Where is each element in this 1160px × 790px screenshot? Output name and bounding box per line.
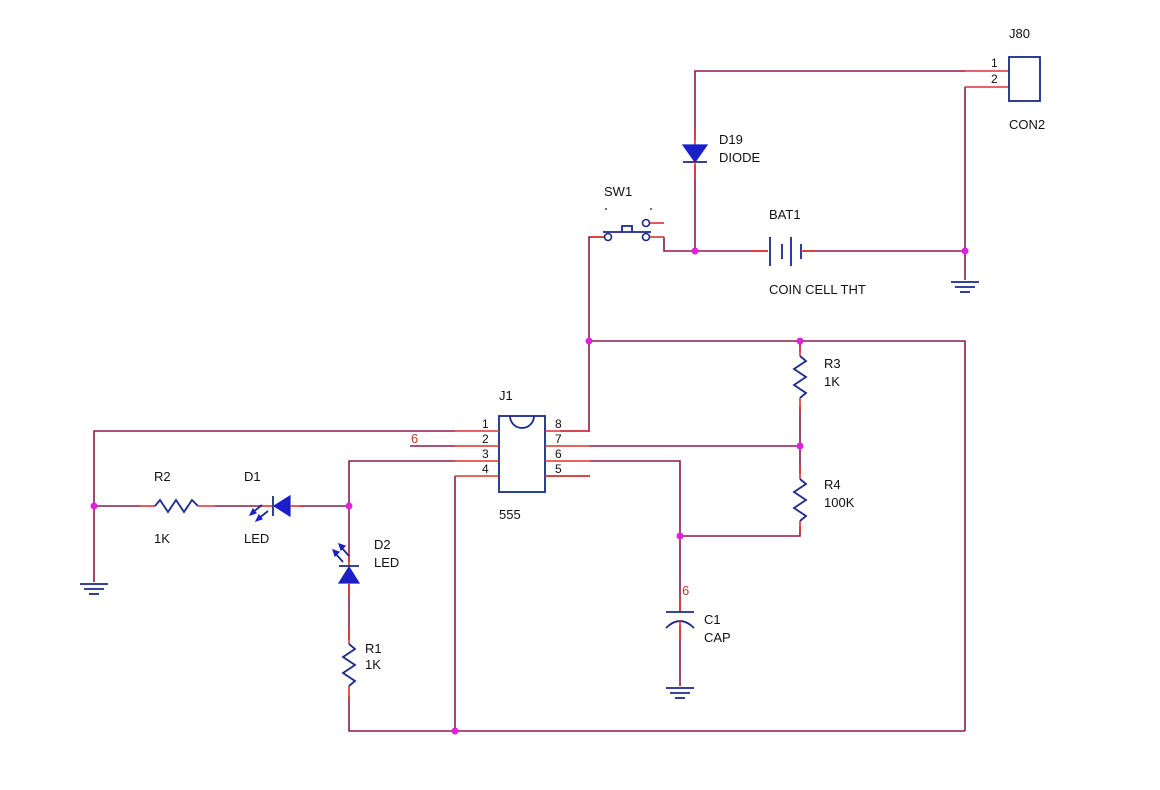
d1-emission-arrows [248, 504, 269, 523]
resistor-r4: R4 100K [792, 466, 855, 533]
net-label-cap: 6 [682, 583, 689, 598]
d2-ref: D2 [374, 537, 391, 552]
j1-pin6-number: 6 [555, 447, 562, 461]
junction-gnd-r2 [90, 502, 98, 510]
led-d2: D2 LED [332, 537, 399, 596]
bat1-ref: BAT1 [769, 207, 801, 222]
junction-d1-d2 [345, 502, 353, 510]
r4-zigzag [792, 478, 808, 522]
d1-value: LED [244, 531, 269, 546]
resistor-r2: R2 1K [140, 469, 215, 546]
ground-symbol-cap [666, 687, 694, 699]
junction-bottom-rail [451, 727, 459, 735]
junction-bat-gnd [961, 247, 969, 255]
j80-pin1-number: 1 [991, 56, 998, 70]
resistor-r1: R1 1K [341, 628, 382, 700]
wire-vcc-rail [589, 340, 966, 731]
j1-pin3-number: 3 [482, 447, 489, 461]
net-label-pin2: 6 [411, 431, 418, 446]
c1-ref: C1 [704, 612, 721, 627]
r1-zigzag [341, 643, 357, 687]
sw1-contact-top [641, 218, 651, 228]
diode-d19: D19 DIODE [681, 128, 761, 178]
resistor-r3: R3 1K [792, 341, 841, 412]
r2-zigzag [154, 498, 199, 514]
j80-value: CON2 [1009, 117, 1045, 132]
wire-pin6-to-cap [590, 460, 681, 612]
c1-value: CAP [704, 630, 731, 645]
wire-pin1-to-gnd-rail [93, 430, 455, 582]
j1-pin5-number: 5 [555, 462, 562, 476]
r4-value: 100K [824, 495, 855, 510]
junction-vcc-r3 [796, 337, 804, 345]
j1-pin8-number: 8 [555, 417, 562, 431]
junction-vcc-sw [585, 337, 593, 345]
junctions [90, 247, 969, 735]
r3-ref: R3 [824, 356, 841, 371]
d2-arrowhead-1 [332, 549, 341, 558]
junction-cap-node [676, 532, 684, 540]
r1-ref: R1 [365, 641, 382, 656]
sw1-dot-left [605, 208, 607, 210]
d19-value: DIODE [719, 150, 761, 165]
j1-pin4-number: 4 [482, 462, 489, 476]
r4-ref: R4 [824, 477, 841, 492]
j1-pin1-number: 1 [482, 417, 489, 431]
j1-body [498, 415, 546, 493]
j1-pin7-number: 7 [555, 432, 562, 446]
r2-value: 1K [154, 531, 170, 546]
wire-pin3-to-node [348, 460, 455, 562]
battery-bat1: BAT1 COIN CELL THT [752, 207, 866, 297]
sw1-ref: SW1 [604, 184, 632, 199]
ground-symbol-left [80, 583, 108, 595]
r3-value: 1K [824, 374, 840, 389]
sw1-contact-right [641, 232, 651, 242]
d2-arrowhead-2 [338, 543, 347, 552]
j80-ref: J80 [1009, 26, 1030, 41]
wire-r1-to-bottom [348, 696, 965, 732]
bat1-value: COIN CELL THT [769, 282, 866, 297]
ic-j1-555: 1 2 3 4 8 7 6 5 J1 555 [455, 388, 590, 522]
ground-symbol-top-right [951, 281, 979, 293]
connector-j80: J80 CON2 1 2 [965, 26, 1045, 132]
d19-ref: D19 [719, 132, 743, 147]
sw1-contact-left [603, 232, 613, 242]
j1-notch [509, 415, 535, 429]
led-d1: D1 LED [244, 469, 304, 546]
capacitor-c1: C1 CAP [665, 598, 731, 645]
r1-value: 1K [365, 657, 381, 672]
sw1-plunger [621, 225, 633, 232]
j80-body [1008, 56, 1041, 102]
wires [93, 70, 966, 732]
d19-triangle [681, 144, 709, 164]
wire-sw1-to-bat1 [663, 237, 768, 252]
j1-pin2-number: 2 [482, 432, 489, 446]
j1-ref: J1 [499, 388, 513, 403]
d1-ref: D1 [244, 469, 261, 484]
d2-emission-arrows [332, 543, 350, 563]
j80-pin2-number: 2 [991, 72, 998, 86]
d1-arrowhead-2 [248, 507, 257, 517]
r3-zigzag [792, 355, 808, 399]
d2-value: LED [374, 555, 399, 570]
d2-triangle [337, 565, 361, 584]
wire-r4-to-cap [680, 526, 801, 537]
junction-d19-bat [691, 247, 699, 255]
junction-r3-r4 [796, 442, 804, 450]
j1-value: 555 [499, 507, 521, 522]
d1-arrowhead-1 [254, 513, 263, 523]
wire-sw1-to-vcc [560, 236, 604, 432]
switch-sw1: SW1 [590, 184, 664, 242]
d1-triangle [272, 494, 291, 518]
r2-ref: R2 [154, 469, 171, 484]
sw1-dot-right [650, 208, 652, 210]
wire-j80-pin1-to-d19 [694, 70, 965, 140]
